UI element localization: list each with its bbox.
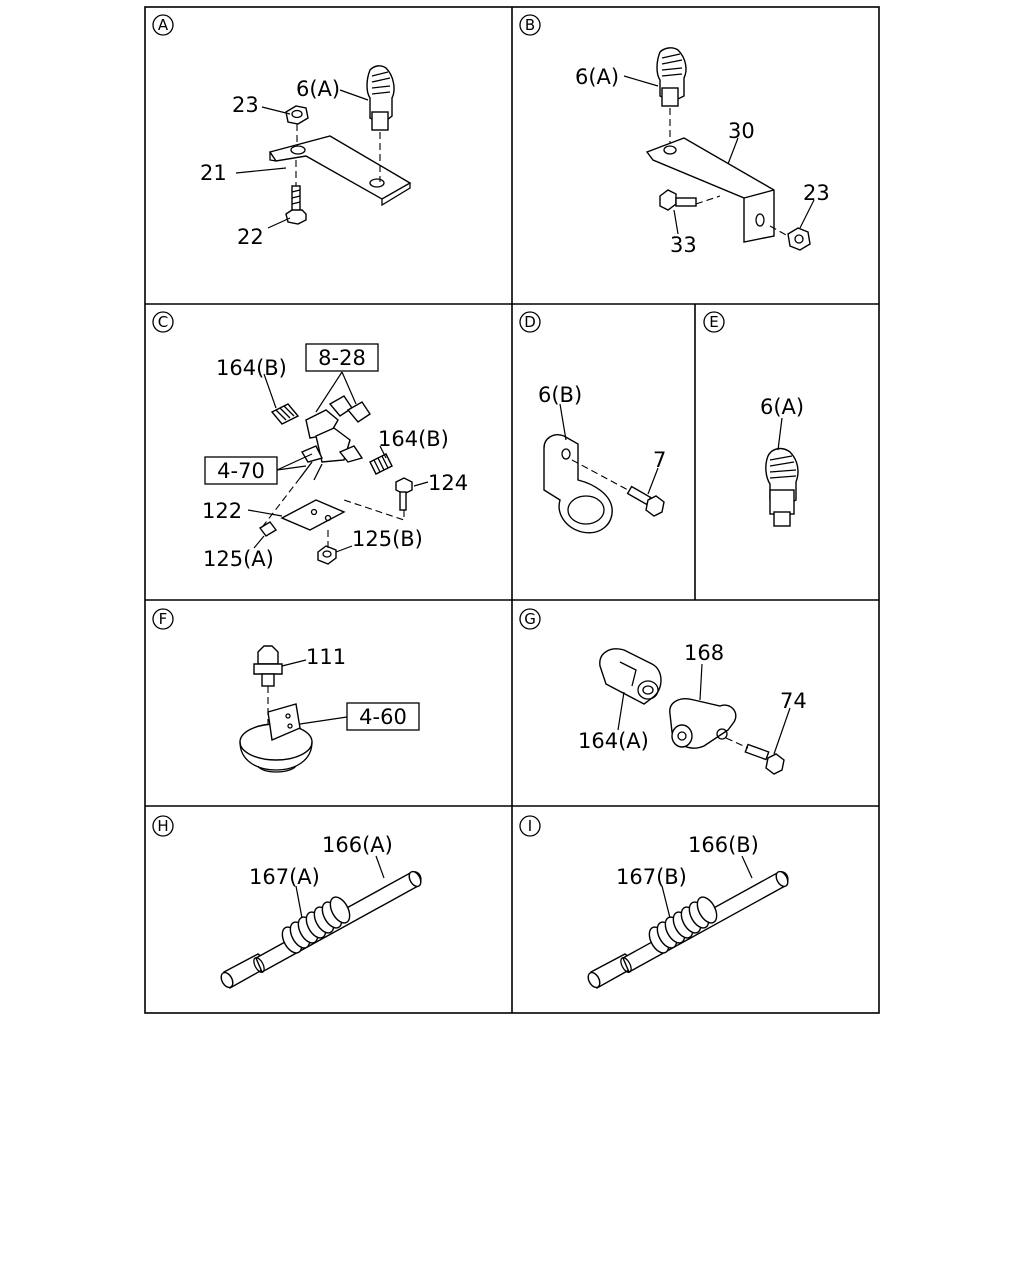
nut-icon bbox=[787, 227, 811, 251]
banjo-fitting-icon bbox=[599, 648, 662, 705]
ref-box-4-60 bbox=[346, 702, 420, 731]
label-7: 7 bbox=[653, 448, 666, 472]
bracket-plate bbox=[280, 499, 346, 531]
label-6a: 6(A) bbox=[296, 77, 340, 101]
label-6b: 6(B) bbox=[538, 383, 582, 407]
hose-clamp-icon bbox=[366, 65, 395, 131]
hose-clamp-icon bbox=[656, 47, 687, 107]
panel-a: 6(A) 23 21 22 bbox=[200, 65, 412, 249]
label-167b: 167(B) bbox=[616, 865, 687, 889]
valve-assembly-icon bbox=[299, 395, 371, 481]
panel-badge-e: E bbox=[703, 311, 725, 333]
ref-box-4-70 bbox=[204, 456, 278, 485]
panel-letter-i: I bbox=[528, 817, 532, 835]
bolt-icon bbox=[626, 485, 665, 517]
panel-badge-g: G bbox=[519, 608, 541, 630]
label-124: 124 bbox=[428, 471, 468, 495]
panel-letter-b: B bbox=[525, 16, 535, 34]
panel-badge-h: H bbox=[152, 815, 174, 837]
ref-8-28: 8-28 bbox=[318, 346, 366, 370]
panel-badge-b: B bbox=[519, 14, 541, 36]
label-125b: 125(B) bbox=[352, 527, 423, 551]
label-164a: 164(A) bbox=[578, 729, 649, 753]
panel-letter-a: A bbox=[158, 16, 169, 34]
bolt-icon bbox=[744, 743, 785, 775]
label-168: 168 bbox=[684, 641, 724, 665]
label-122: 122 bbox=[202, 499, 242, 523]
l-bracket bbox=[645, 137, 775, 243]
panel-c: 8-28 4-70 bbox=[202, 343, 468, 571]
panel-h: 166(A) 167(A) bbox=[220, 833, 422, 990]
label-6a: 6(A) bbox=[575, 65, 619, 89]
label-22: 22 bbox=[237, 225, 264, 249]
label-74: 74 bbox=[780, 689, 807, 713]
label-30: 30 bbox=[728, 119, 755, 143]
panel-grid bbox=[144, 6, 880, 1014]
label-33: 33 bbox=[670, 233, 697, 257]
panel-letter-f: F bbox=[159, 610, 168, 628]
nut-icon bbox=[258, 521, 278, 537]
spring-coil-icon bbox=[281, 896, 351, 954]
panel-letter-h: H bbox=[157, 817, 168, 835]
panel-badge-c: C bbox=[152, 311, 174, 333]
ref-box-8-28 bbox=[305, 343, 379, 372]
label-6a: 6(A) bbox=[760, 395, 804, 419]
label-167a: 167(A) bbox=[249, 865, 320, 889]
panel-letter-c: C bbox=[158, 313, 168, 331]
tee-fitting-icon bbox=[669, 698, 737, 749]
label-21: 21 bbox=[200, 161, 227, 185]
panel-g: 168 74 164(A) bbox=[578, 641, 807, 775]
panel-i: 166(B) 167(B) bbox=[587, 833, 789, 990]
panel-badge-f: F bbox=[152, 608, 174, 630]
hose-clamp-icon bbox=[765, 447, 799, 527]
panel-b: 6(A) 30 23 33 bbox=[575, 47, 830, 257]
bolt-icon bbox=[395, 477, 413, 511]
label-166b: 166(B) bbox=[688, 833, 759, 857]
nut-icon bbox=[285, 105, 309, 125]
label-166a: 166(A) bbox=[322, 833, 393, 857]
label-111: 111 bbox=[306, 645, 346, 669]
fitting-icon bbox=[369, 453, 393, 475]
fitting-icon bbox=[270, 403, 300, 425]
label-164b: 164(B) bbox=[216, 356, 287, 380]
panel-e: 6(A) bbox=[760, 395, 804, 527]
ref-4-60: 4-60 bbox=[359, 705, 407, 729]
label-23: 23 bbox=[803, 181, 830, 205]
panel-d: 6(B) 7 bbox=[538, 383, 666, 534]
pipe-clip-icon bbox=[543, 434, 613, 534]
panel-letter-d: D bbox=[524, 313, 536, 331]
panel-badge-i: I bbox=[519, 815, 541, 837]
label-164b: 164(B) bbox=[378, 427, 449, 451]
label-23: 23 bbox=[232, 93, 259, 117]
nut-icon bbox=[317, 545, 337, 565]
bolt-icon bbox=[659, 189, 697, 211]
spring-coil-icon bbox=[648, 896, 718, 954]
grease-fitting-icon bbox=[253, 645, 283, 687]
panel-f: 4-60 111 bbox=[239, 645, 420, 773]
label-125a: 125(A) bbox=[203, 547, 274, 571]
bracket-plate bbox=[268, 135, 412, 200]
cap-base-icon bbox=[239, 703, 313, 773]
panel-letter-g: G bbox=[524, 610, 536, 628]
ref-4-70: 4-70 bbox=[217, 459, 265, 483]
panel-letter-e: E bbox=[709, 313, 718, 331]
panel-badge-a: A bbox=[152, 14, 174, 36]
panel-badge-d: D bbox=[519, 311, 541, 333]
bolt-icon bbox=[285, 185, 307, 225]
